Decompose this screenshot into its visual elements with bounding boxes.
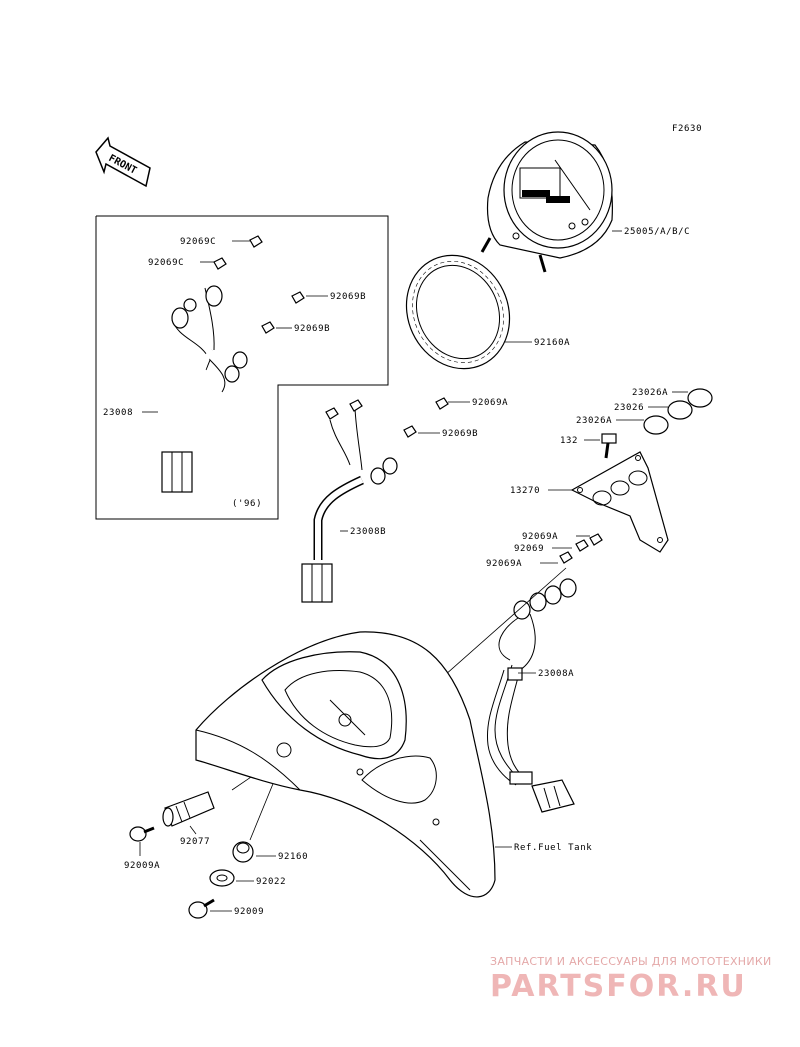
figure-code: F2630 [672,124,702,134]
label-92069B-2: 92069B [294,324,330,334]
label-92069B-1: 92069B [330,292,366,302]
bulb-92069A-bracket-top [589,533,603,546]
label-92009A: 92009A [124,861,160,871]
label-92160: 92160 [278,852,308,862]
label-25005: 25005/A/B/C [624,227,690,237]
bulb-92069C-lower [213,257,227,270]
bulb-92069A-mid [435,397,449,410]
label-ref-fuel-tank: Ref.Fuel Tank [514,843,592,853]
label-92069B-3: 92069B [442,429,478,439]
grommet-92160 [232,841,254,863]
harness-23008A [486,578,577,813]
damper-92077 [162,791,215,827]
label-92069C-2: 92069C [148,258,184,268]
bulb-92069B-mid [403,425,417,438]
harness-23008B [301,399,398,603]
label-23026A-1: 23026A [632,388,668,398]
bolt-92009 [188,898,215,919]
bracket-13270 [570,451,669,553]
bulb-92069B-lower [261,321,275,334]
harness-23008 [161,285,248,493]
label-92022: 92022 [256,877,286,887]
bulb-92069 [575,539,589,552]
ring-92160A [405,254,511,370]
label-92069A-1: 92069A [472,398,508,408]
washer-92022 [209,869,235,887]
label-92069: 92069 [514,544,544,554]
label-92077: 92077 [180,837,210,847]
lens-23026A-top [687,388,713,408]
bulb-92069C-upper [249,235,263,248]
label-92069C-1: 92069C [180,237,216,247]
label-13270: 13270 [510,486,540,496]
label-92160A: 92160A [534,338,570,348]
lens-23026 [667,400,693,420]
label-23008: 23008 [103,408,133,418]
watermark-brand: PARTSFOR.RU [490,969,747,1004]
meter-housing [195,631,496,898]
year-note: ('96) [232,499,262,509]
inset-frame [95,215,389,520]
label-23026A-2: 23026A [576,416,612,426]
screw-132 [601,433,617,459]
bolt-92009A [129,826,155,842]
front-arrow-icon: FRONT [95,136,151,188]
bulb-92069A-bracket-bottom [559,551,573,564]
label-23026: 23026 [614,403,644,413]
label-92069A-3: 92069A [486,559,522,569]
label-132: 132 [560,436,578,446]
label-92069A-2: 92069A [522,532,558,542]
label-23008B: 23008B [350,527,386,537]
speedometer [480,131,613,273]
label-92009: 92009 [234,907,264,917]
label-23008A: 23008A [538,669,574,679]
lens-23026A-bottom [643,415,669,435]
watermark-tagline: ЗАПЧАСТИ И АКСЕССУАРЫ ДЛЯ МОТОТЕХНИКИ [490,955,772,968]
bulb-92069B-upper [291,291,305,304]
